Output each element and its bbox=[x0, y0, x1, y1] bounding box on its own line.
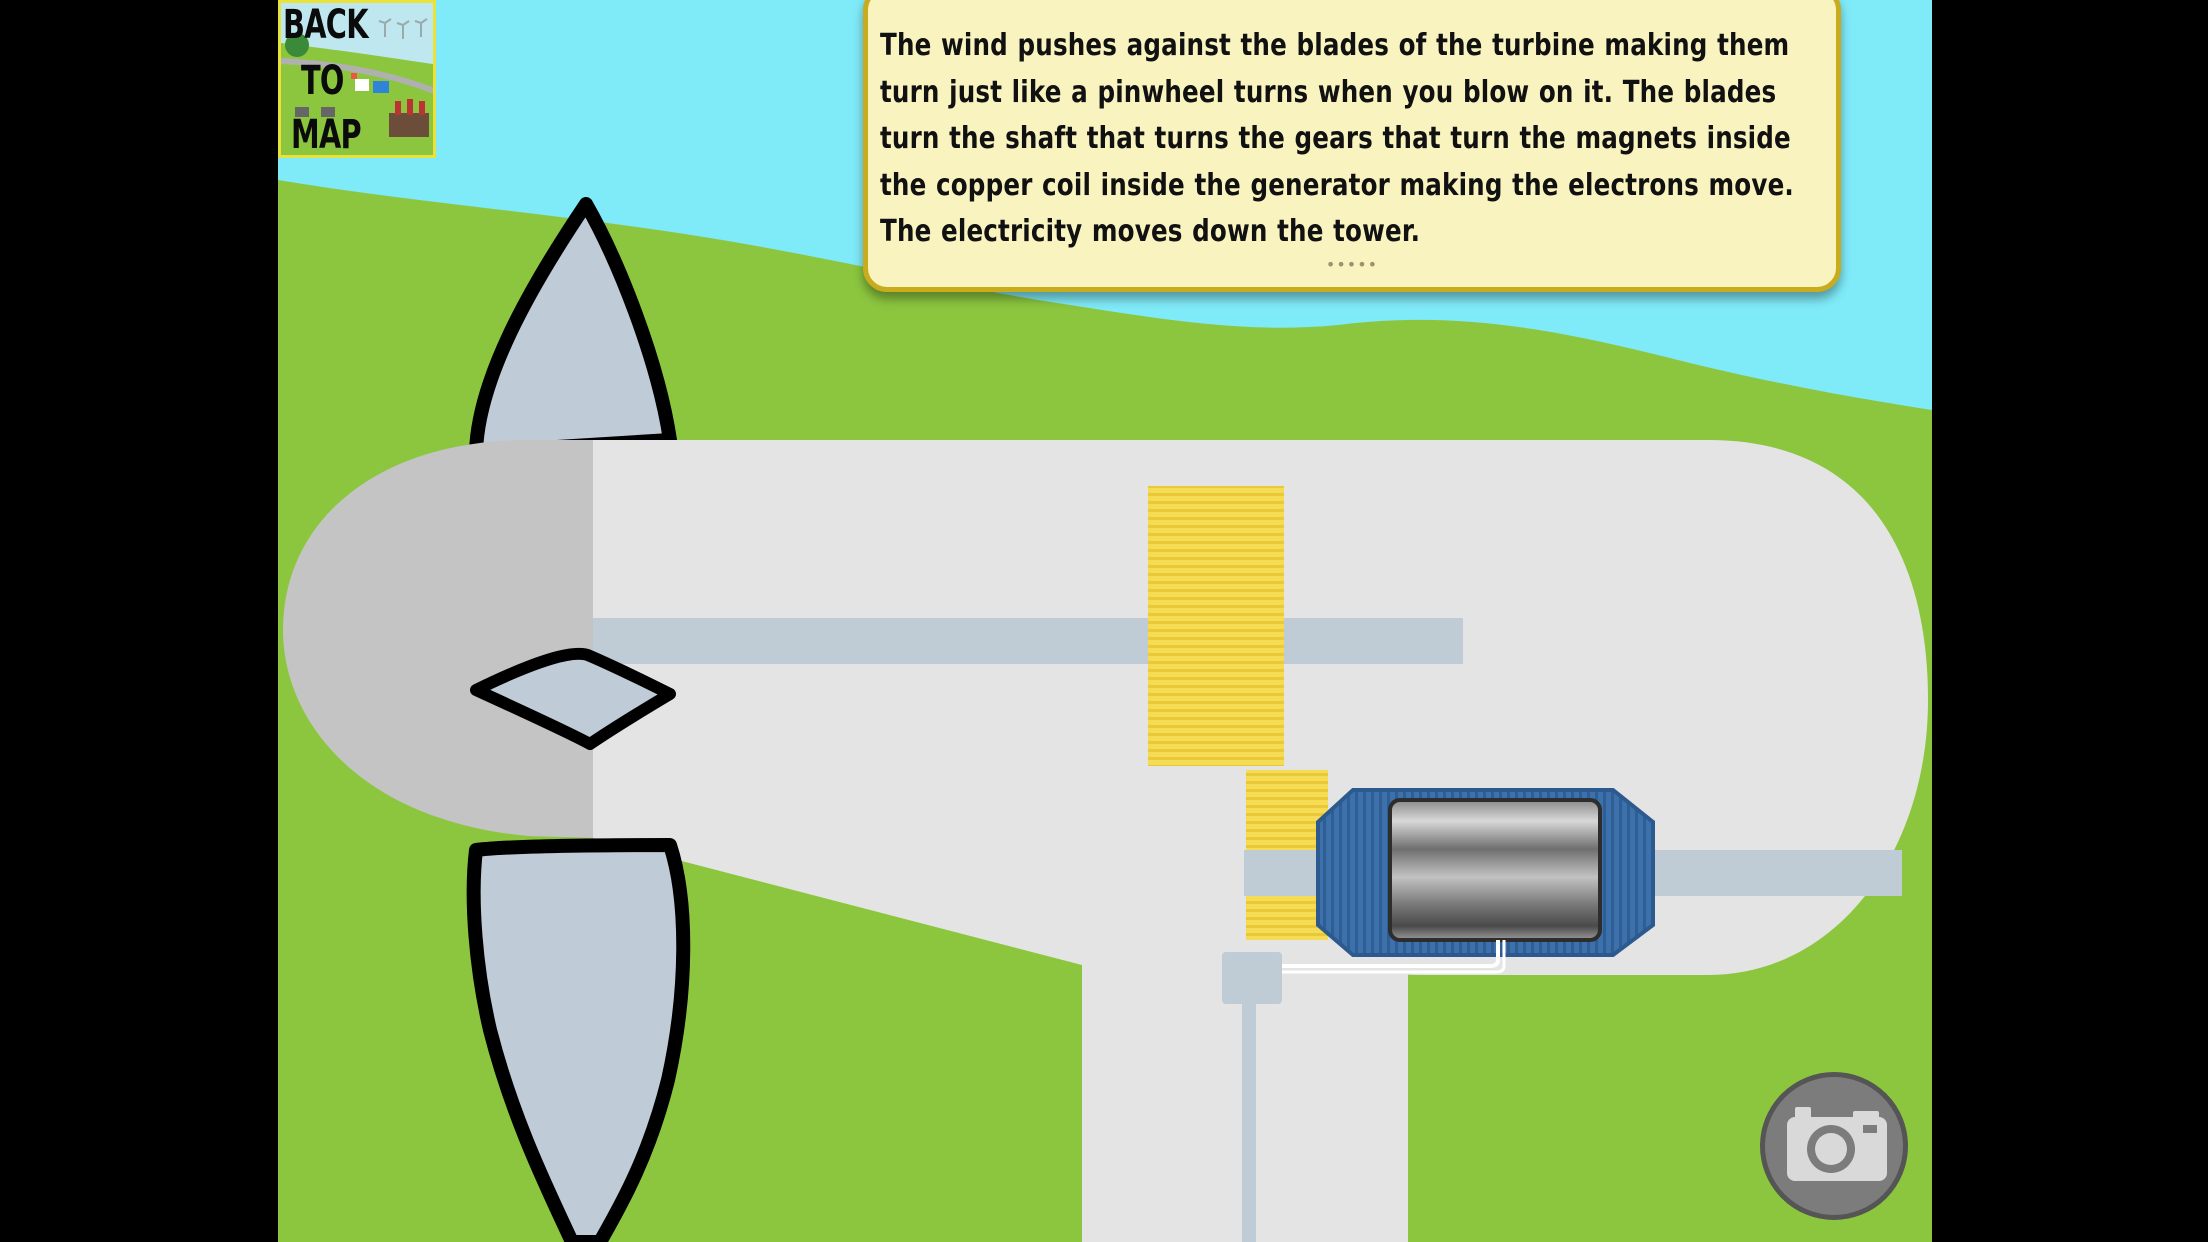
main-shaft bbox=[593, 618, 1463, 664]
electric-wire bbox=[1248, 940, 1500, 968]
back-label: BACK bbox=[283, 2, 369, 48]
map-label: MAP bbox=[291, 112, 362, 158]
large-gear bbox=[1148, 486, 1284, 766]
turbine-blade-bottom bbox=[466, 838, 691, 1242]
camera-button[interactable] bbox=[1760, 1072, 1908, 1220]
camera-icon bbox=[1787, 1107, 1887, 1181]
junction-box bbox=[1222, 952, 1282, 1004]
game-stage: BACK TO MAP The wind pushes against the … bbox=[278, 0, 1932, 1242]
to-label: TO bbox=[301, 58, 344, 104]
map-thumbnail-icon bbox=[281, 3, 433, 155]
more-indicator[interactable]: ••••• bbox=[1325, 255, 1379, 274]
back-to-map-button[interactable]: BACK TO MAP bbox=[278, 0, 436, 158]
tower-cable bbox=[1242, 1000, 1256, 1242]
copper-coil bbox=[1388, 798, 1602, 942]
info-text: The wind pushes against the blades of th… bbox=[880, 28, 1794, 249]
info-box: The wind pushes against the blades of th… bbox=[863, 0, 1841, 292]
turbine-hub bbox=[470, 647, 676, 750]
nose-cone bbox=[283, 440, 593, 838]
